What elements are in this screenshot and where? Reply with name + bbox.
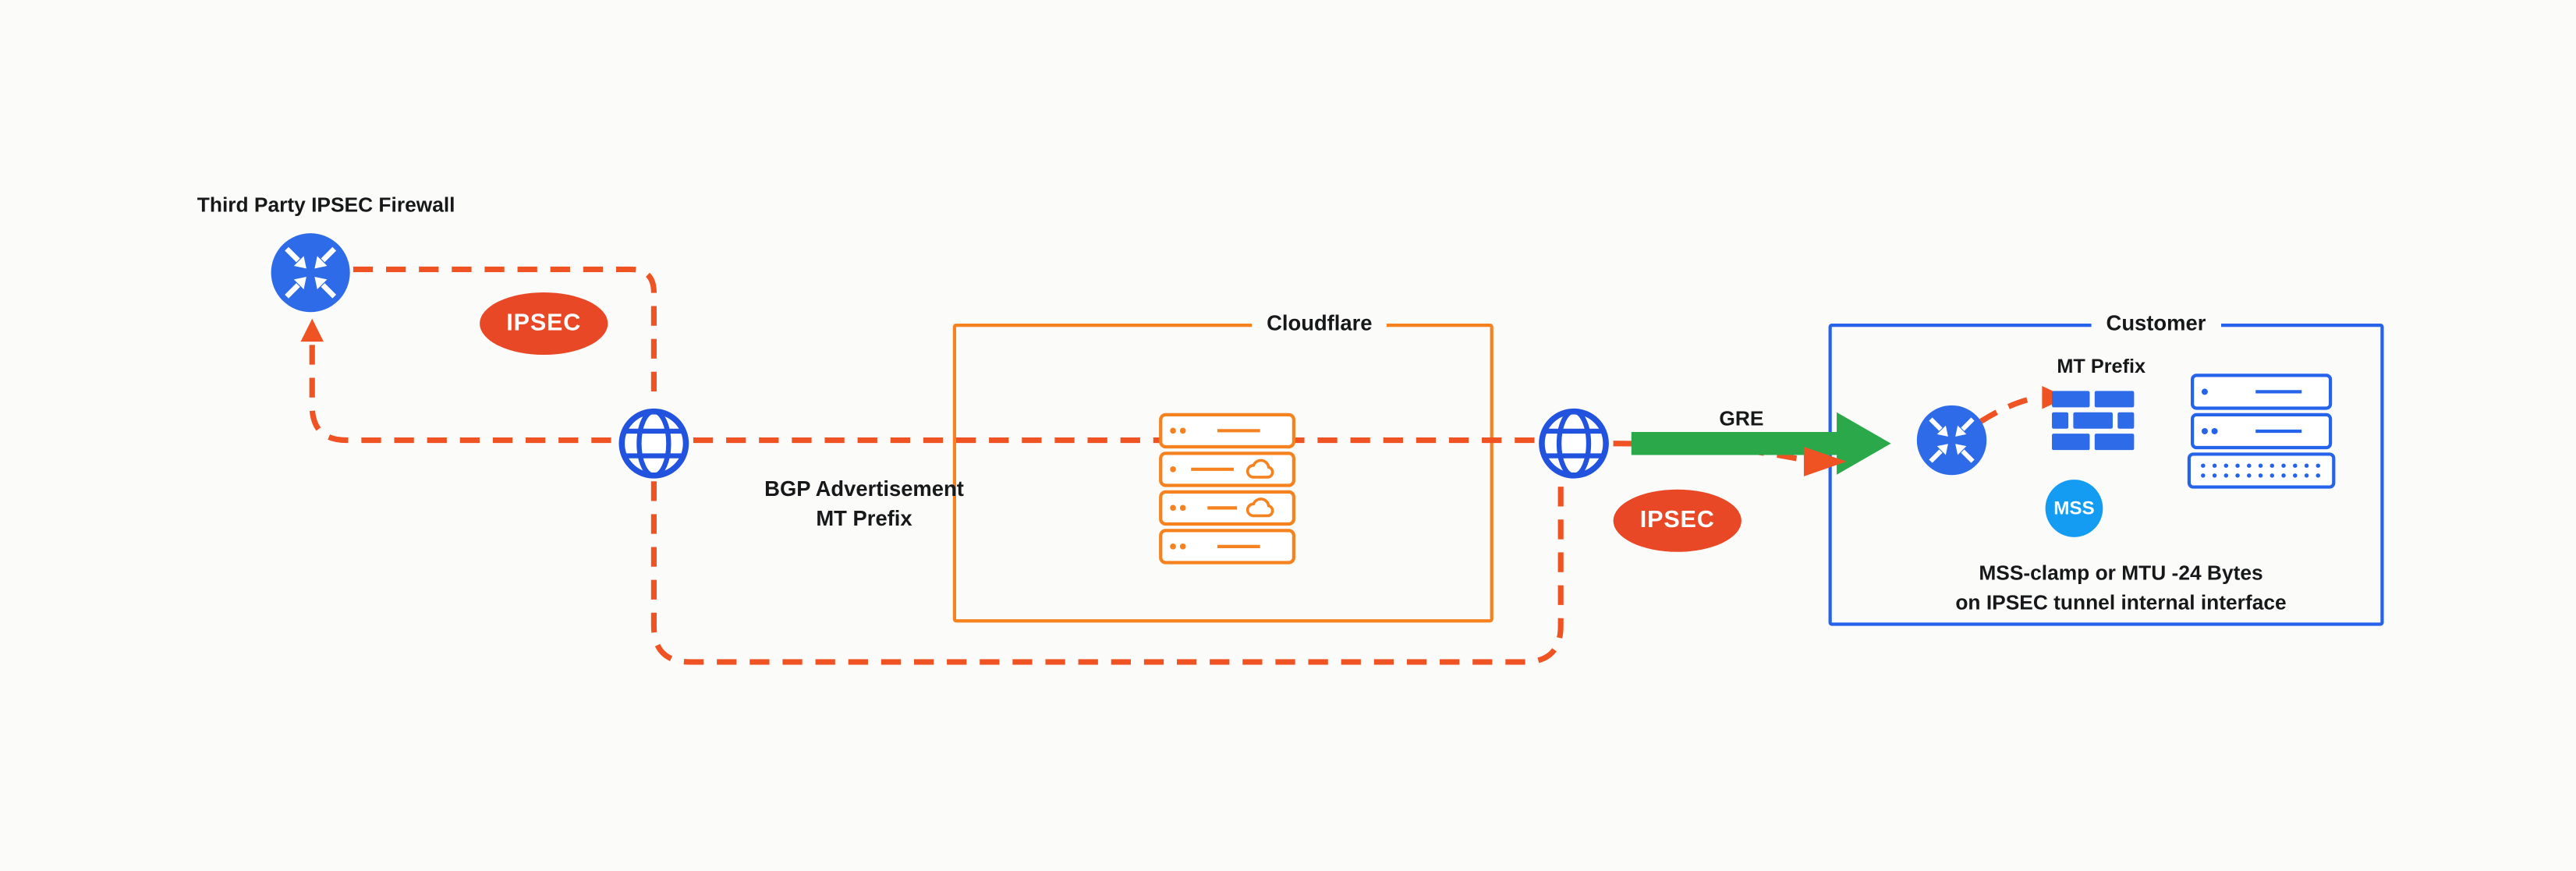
gre-arrow — [1631, 412, 1891, 475]
mss-note-line2: on IPSEC tunnel internal interface — [1955, 590, 2287, 614]
ipsec-badge-right: IPSEC — [1613, 489, 1742, 552]
router-icon — [271, 233, 350, 313]
arrowhead-into-customer — [1803, 446, 1847, 476]
ipsec-badge-left: IPSEC — [480, 292, 608, 356]
cloud-icon — [1245, 459, 1274, 518]
mss-badge: MSS — [2045, 480, 2103, 537]
ipsec-tunnel-path-top — [353, 266, 657, 403]
globe-icon-right — [1539, 408, 1609, 479]
customer-box-label: Customer — [2091, 310, 2221, 337]
customer-router-icon — [1916, 405, 1987, 476]
cloudflare-server-stack-icon — [1159, 412, 1295, 565]
mt-prefix-label: MT Prefix — [2057, 355, 2146, 378]
customer-server-stack-icon — [2187, 374, 2336, 489]
arrowhead-to-third-party-firewall — [300, 318, 324, 342]
cloudflare-box-label: Cloudflare — [1252, 310, 1387, 337]
mss-note-line1: MSS-clamp or MTU -24 Bytes — [1979, 561, 2263, 585]
bgp-advertisement-line2: MT Prefix — [816, 505, 912, 530]
gre-label: GRE — [1719, 407, 1764, 430]
firewall-to-internet-path — [309, 345, 615, 444]
cloudflare-box: Cloudflare — [952, 310, 1494, 623]
bgp-advertisement-line1: BGP Advertisement — [764, 476, 964, 501]
customer-box: Customer — [1828, 310, 2384, 626]
router-to-firewall-path — [1978, 395, 2038, 425]
globe-icon-left — [618, 408, 689, 479]
third-party-firewall-label: Third Party IPSEC Firewall — [197, 193, 455, 218]
bgp-advertisement-label: BGP Advertisement MT Prefix — [725, 475, 1004, 533]
firewall-brick-icon — [2052, 391, 2135, 451]
mss-note-label: MSS-clamp or MTU -24 Bytes on IPSEC tunn… — [1899, 560, 2343, 618]
